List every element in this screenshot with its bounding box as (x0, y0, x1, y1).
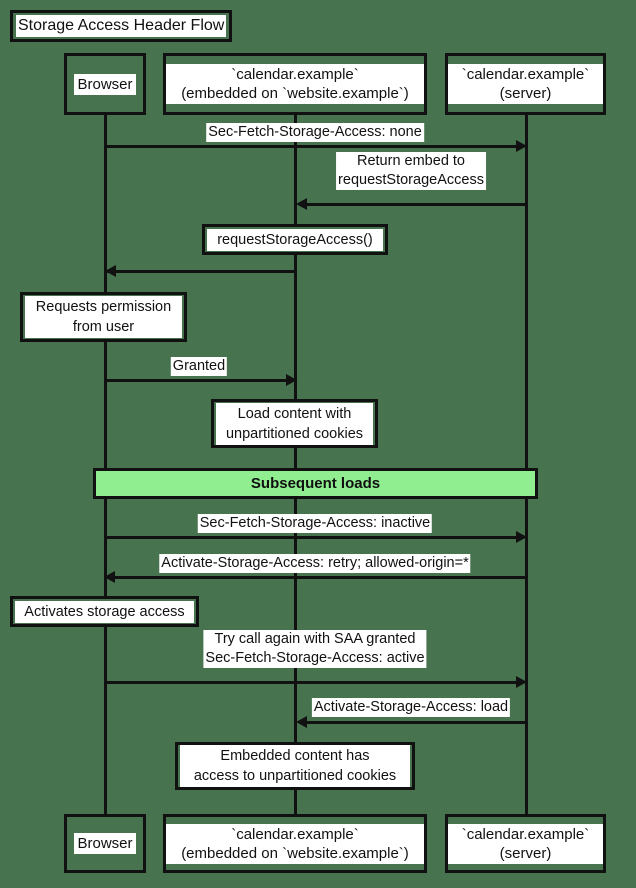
message-arrowhead-try-call-again (516, 676, 527, 688)
message-arrowhead-granted (286, 374, 297, 386)
lifeline-embedded (294, 115, 297, 815)
message-line-granted (105, 379, 290, 382)
message-label-activate-load: Activate-Storage-Access: load (311, 698, 511, 717)
message-line-embedded-to-browser (105, 270, 297, 273)
message-line-return-embed (305, 203, 527, 206)
note-request-storage-access: requestStorageAccess() (202, 224, 388, 255)
participant-embedded-bottom[interactable]: `calendar.example` (embedded on `website… (163, 814, 427, 873)
note-embedded-content-access: Embedded content has access to unpartiti… (175, 742, 415, 790)
note-load-content-text: Load content with unpartitioned cookies (216, 402, 373, 445)
participant-browser-top-label: Browser (74, 73, 136, 95)
participant-browser-bottom[interactable]: Browser (64, 814, 146, 873)
message-label-sec-fetch-inactive: Sec-Fetch-Storage-Access: inactive (197, 514, 433, 533)
note-embedded-content-access-text: Embedded content has access to unpartiti… (180, 745, 410, 787)
message-arrowhead-return-embed (296, 198, 307, 210)
diagram-title: Storage Access Header Flow (10, 10, 233, 42)
note-requests-permission-text: Requests permission from user (25, 296, 182, 338)
participant-server-bottom-label: `calendar.example` (server) (448, 823, 603, 864)
note-load-content: Load content with unpartitioned cookies (211, 399, 378, 448)
message-line-try-call-again (105, 681, 520, 684)
section-subsequent-loads-label: Subsequent loads (250, 475, 381, 492)
note-activates-storage-access: Activates storage access (10, 596, 199, 627)
lifeline-server (525, 115, 528, 815)
message-arrowhead-sec-fetch-inactive (516, 531, 527, 543)
message-label-granted: Granted (170, 357, 228, 376)
message-label-sec-fetch-none: Sec-Fetch-Storage-Access: none (206, 123, 424, 142)
participant-browser-bottom-label: Browser (74, 833, 136, 854)
message-label-return-embed: Return embed to requestStorageAccess (336, 152, 486, 190)
message-line-sec-fetch-none (105, 145, 520, 148)
participant-browser-top[interactable]: Browser (64, 53, 146, 115)
message-line-activate-retry (113, 576, 527, 579)
message-arrowhead-activate-retry (104, 571, 115, 583)
message-line-sec-fetch-inactive (105, 536, 520, 539)
note-request-storage-access-text: requestStorageAccess() (207, 228, 383, 251)
message-arrowhead-embedded-to-browser (105, 265, 116, 277)
participant-embedded-top[interactable]: `calendar.example` (embedded on `website… (163, 53, 427, 115)
diagram-title-text: Storage Access Header Flow (16, 15, 227, 37)
section-subsequent-loads: Subsequent loads (93, 468, 538, 499)
participant-server-top-label: `calendar.example` (server) (448, 64, 603, 104)
note-activates-storage-access-text: Activates storage access (15, 600, 194, 623)
message-label-activate-retry: Activate-Storage-Access: retry; allowed-… (159, 554, 471, 573)
note-requests-permission: Requests permission from user (20, 292, 187, 342)
message-arrowhead-sec-fetch-none (516, 140, 527, 152)
message-line-activate-load (305, 721, 527, 724)
participant-server-bottom[interactable]: `calendar.example` (server) (445, 814, 606, 873)
message-arrowhead-activate-load (296, 716, 307, 728)
lifeline-browser (104, 115, 107, 815)
message-label-try-call-again: Try call again with SAA granted Sec-Fetc… (203, 630, 427, 668)
participant-server-top[interactable]: `calendar.example` (server) (445, 53, 606, 115)
participant-embedded-bottom-label: `calendar.example` (embedded on `website… (166, 823, 424, 864)
participant-embedded-top-label: `calendar.example` (embedded on `website… (166, 64, 424, 104)
